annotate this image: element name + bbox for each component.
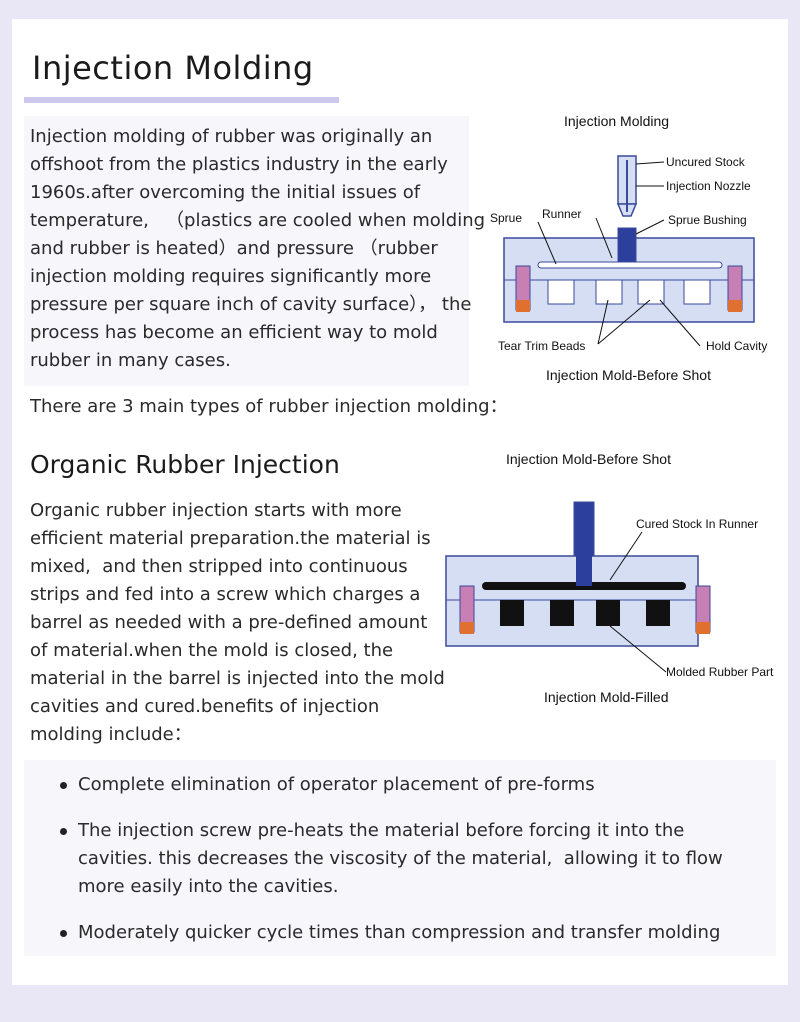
leader-line	[635, 219, 665, 235]
leader-line	[597, 299, 651, 345]
guide-pin-cap-left	[460, 622, 474, 634]
cavity-shape	[595, 279, 623, 305]
cavity-shape	[683, 279, 711, 305]
guide-pin-cap-right	[728, 300, 742, 312]
label-tear-trim-beads: Tear Trim Beads	[498, 339, 585, 353]
leader-line	[597, 299, 609, 345]
runner-channel	[537, 261, 723, 269]
benefits-panel	[24, 760, 776, 956]
molded-part-shape	[500, 600, 524, 626]
diagram-mold-filled: Injection Mold-Before Shot Cured Stock I…	[445, 451, 774, 705]
label-injection-nozzle: Injection Nozzle	[666, 179, 751, 193]
leader-line	[635, 161, 665, 165]
label-hold-cavity: Hold Cavity	[706, 339, 767, 353]
diagram-caption: Injection Mold-Before Shot	[546, 367, 711, 383]
benefits-list: Complete elimination of operator placeme…	[60, 771, 760, 965]
intro-panel	[24, 116, 469, 386]
label-molded-part: Molded Rubber Part	[666, 665, 774, 679]
types-intro-line: There are 3 main types of rubber injecti…	[30, 396, 508, 417]
list-item: Moderately quicker cycle times than comp…	[60, 919, 760, 947]
guide-pin-cap-right	[696, 622, 710, 634]
cavity-shape	[547, 279, 575, 305]
diagram-heading: Injection Molding	[564, 113, 669, 129]
section-title-organic: Organic Rubber Injection	[30, 450, 340, 479]
page-title: Injection Molding	[32, 49, 314, 87]
leader-line	[537, 221, 557, 265]
label-uncured-stock: Uncured Stock	[666, 155, 746, 169]
leader-line	[595, 217, 613, 259]
molded-part-shape	[646, 600, 670, 626]
molded-part-shape	[596, 600, 620, 626]
molded-part-shape	[550, 600, 574, 626]
guide-pin-cap-left	[516, 300, 530, 312]
diagram-mold-before-shot: Injection Molding Uncured Stock Injectio…	[490, 113, 767, 383]
organic-paragraph: Organic rubber injection starts with mor…	[30, 500, 445, 745]
title-underline	[24, 97, 339, 103]
leader-line	[659, 299, 701, 347]
sprue-filled	[576, 550, 592, 586]
diagram-caption: Injection Mold-Filled	[544, 689, 669, 705]
label-cured-stock: Cured Stock In Runner	[636, 517, 758, 531]
content-card: Injection Molding Injection molding of r…	[12, 19, 788, 985]
label-runner: Runner	[542, 207, 581, 221]
cavity-shape	[637, 279, 665, 305]
label-sprue: Sprue	[490, 211, 522, 225]
nozzle-body	[573, 501, 595, 559]
intro-paragraph: Injection molding of rubber was original…	[30, 126, 486, 371]
list-item: The injection screw pre-heats the materi…	[60, 817, 760, 901]
leader-line	[609, 625, 667, 673]
label-sprue-bushing: Sprue Bushing	[668, 213, 747, 227]
leader-line	[609, 531, 643, 581]
list-item: Complete elimination of operator placeme…	[60, 771, 760, 799]
diagram-heading: Injection Mold-Before Shot	[506, 451, 671, 467]
